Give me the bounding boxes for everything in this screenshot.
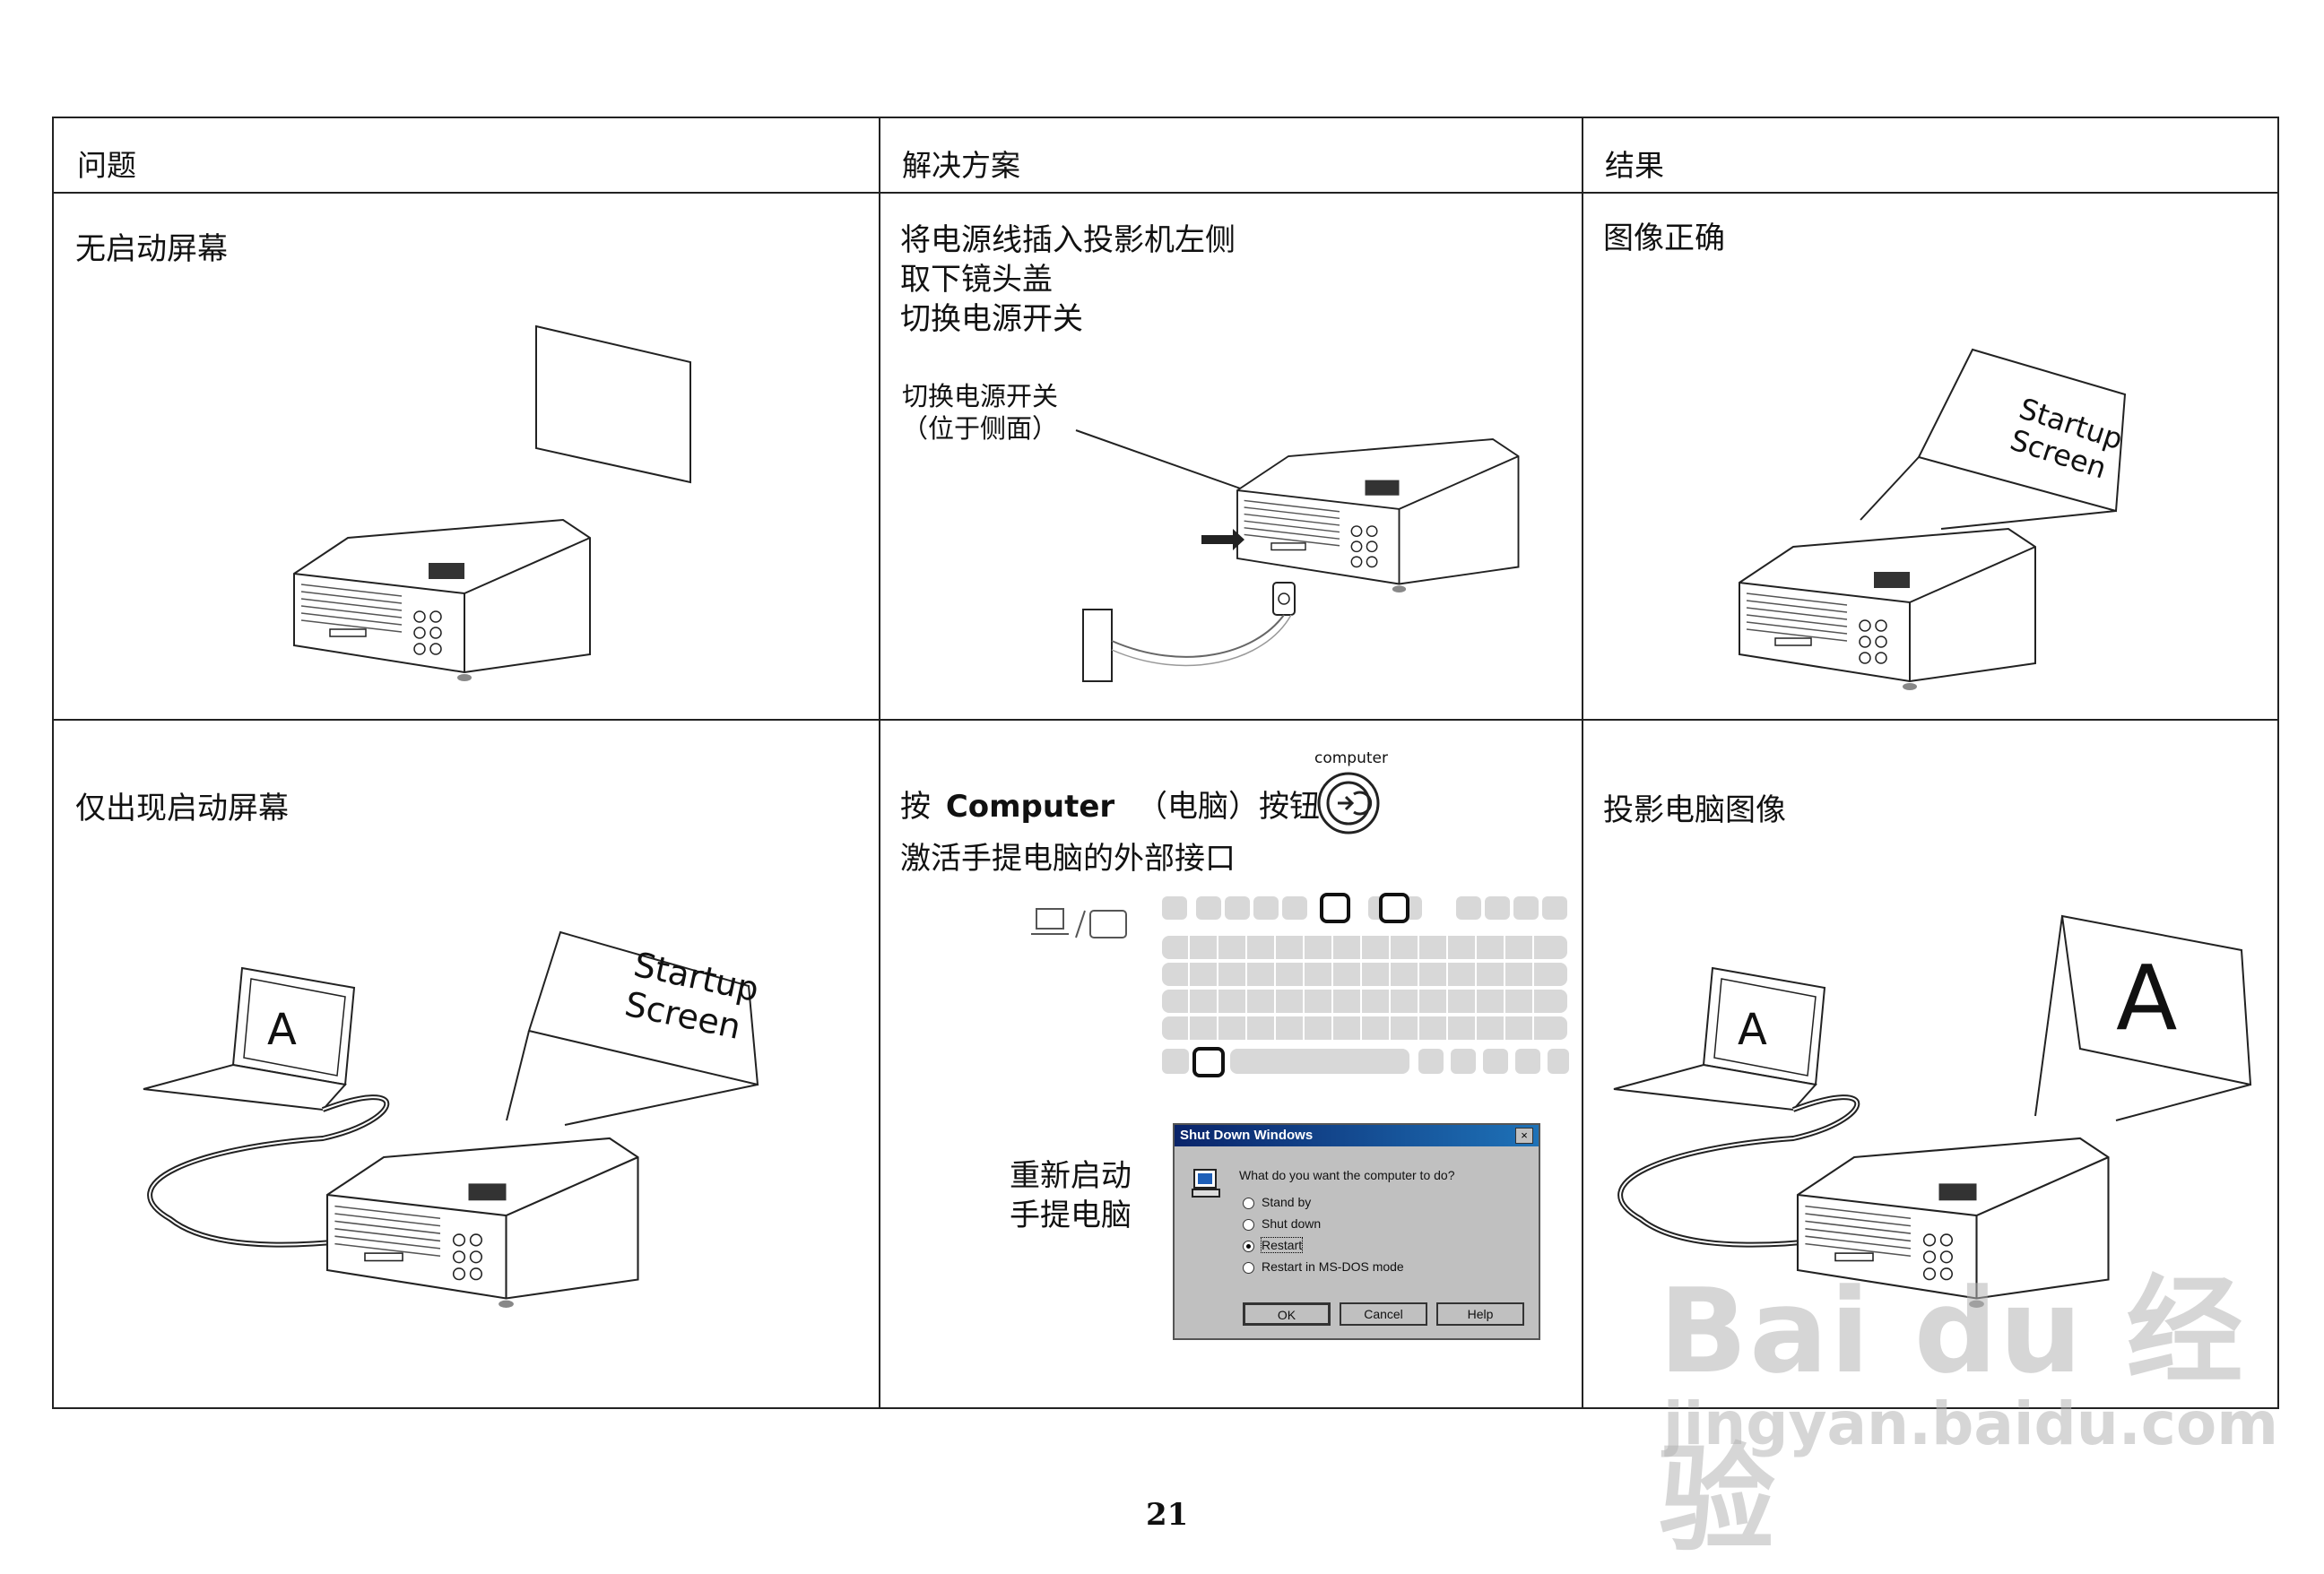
dialog-title: Shut Down Windows <box>1175 1125 1539 1146</box>
keyboard-illustration <box>1162 893 1569 1077</box>
restart-line1: 重新启动 <box>1010 1158 1132 1194</box>
row2-solution-line1: 按 Computer （电脑）按钮 <box>900 787 1320 827</box>
shutdown-dialog: Shut Down Windows × What do you want the… <box>1173 1123 1540 1340</box>
text-button: （电脑）按钮 <box>1137 789 1320 825</box>
option-label: Stand by <box>1262 1195 1312 1209</box>
laptop-screen-switch-icon <box>1031 908 1127 938</box>
callout-line2: （位于侧面） <box>902 413 1059 444</box>
header-result: 结果 <box>1605 148 1664 183</box>
callout-line1: 切换电源开关 <box>902 381 1059 411</box>
dialog-close-button[interactable]: × <box>1515 1128 1533 1144</box>
row-divider <box>54 719 2277 721</box>
troubleshooting-table: 问题 解决方案 结果 <box>52 117 2279 1409</box>
laptop-projection-illustration: A A <box>1613 914 2252 1310</box>
row1-solution-line1: 将电源线插入投影机左侧 <box>900 222 1236 258</box>
header-problem: 问题 <box>77 148 136 183</box>
radio-dot[interactable] <box>1243 1218 1254 1231</box>
projector-illustration <box>1739 528 2036 691</box>
option-stand-by[interactable]: Stand by <box>1243 1195 1311 1209</box>
row2-problem: 仅出现启动屏幕 <box>75 791 289 826</box>
option-label: Restart <box>1260 1237 1304 1253</box>
radio-dot[interactable] <box>1243 1197 1254 1209</box>
screen-letter: A <box>2116 946 2177 1051</box>
laptop-startup-illustration: Startup Screen A <box>143 930 762 1310</box>
option-restart-msdos[interactable]: Restart in MS-DOS mode <box>1243 1259 1404 1274</box>
laptop-letter: A <box>1738 1005 1767 1055</box>
power-cord-illustration <box>1075 429 1520 682</box>
startup-projection-illustration: Startup Screen <box>1860 348 2127 530</box>
blank-screen-illustration <box>535 324 691 484</box>
row1-solution-line3: 切换电源开关 <box>900 301 1083 337</box>
text-computer: Computer <box>945 789 1115 825</box>
help-button[interactable]: Help <box>1436 1302 1524 1326</box>
option-restart[interactable]: Restart <box>1243 1237 1304 1253</box>
cancel-button[interactable]: Cancel <box>1340 1302 1427 1326</box>
row1-result: 图像正确 <box>1603 221 1725 256</box>
text-press: 按 <box>900 789 931 825</box>
header-divider <box>54 192 2277 194</box>
header-solution: 解决方案 <box>902 148 1020 183</box>
projector-illustration <box>293 519 591 682</box>
column-divider <box>879 118 880 1407</box>
radio-dot[interactable] <box>1243 1261 1254 1274</box>
restart-line2: 手提电脑 <box>1010 1198 1132 1233</box>
option-label: Shut down <box>1262 1216 1322 1231</box>
option-label: Restart in MS-DOS mode <box>1262 1259 1404 1274</box>
row2-solution-line2: 激活手提电脑的外部接口 <box>900 841 1236 877</box>
dialog-question: What do you want the computer to do? <box>1239 1168 1455 1182</box>
row1-problem: 无启动屏幕 <box>75 231 228 267</box>
computer-icon <box>1192 1169 1220 1198</box>
watermark-logo: Bai du 经验 <box>1659 1263 2245 1568</box>
radio-dot-selected[interactable] <box>1243 1240 1254 1252</box>
ok-button[interactable]: OK <box>1243 1302 1331 1326</box>
row2-result: 投影电脑图像 <box>1603 792 1786 828</box>
computer-button-caption: computer <box>1314 749 1388 767</box>
option-shut-down[interactable]: Shut down <box>1243 1216 1321 1231</box>
watermark-url: jingyan.baidu.com <box>1663 1389 2279 1458</box>
page-number: 21 <box>1146 1497 1189 1533</box>
laptop-letter: A <box>267 1005 297 1055</box>
computer-button-icon[interactable] <box>1316 771 1383 837</box>
row1-solution-line2: 取下镜头盖 <box>900 262 1053 298</box>
column-divider <box>1582 118 1583 1407</box>
